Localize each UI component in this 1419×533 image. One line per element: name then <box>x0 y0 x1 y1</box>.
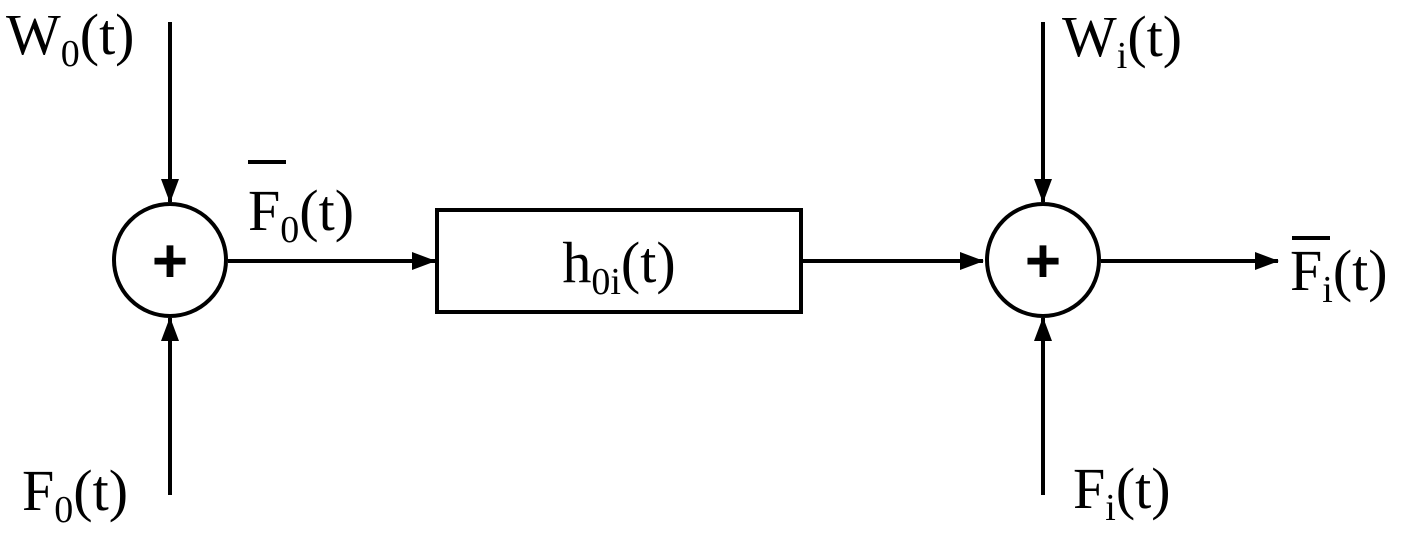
plus-symbol-left: + <box>152 227 188 296</box>
signal-fi-bar-label: Fi(t) <box>1290 236 1388 311</box>
summing-junction-right: + <box>985 202 1101 318</box>
signal-f0-bar-label: F0(t) <box>248 160 354 251</box>
signal-f0-label: F0(t) <box>22 458 128 531</box>
signal-fi-label: Fi(t) <box>1073 456 1171 529</box>
svg-text:F0(t): F0(t) <box>248 178 354 251</box>
signal-w0-label: W0(t) <box>6 2 135 75</box>
svg-text:Fi(t): Fi(t) <box>1290 238 1388 311</box>
block-label: h0i(t) <box>562 230 675 303</box>
summing-junction-left: + <box>112 202 228 318</box>
transfer-function-block: h0i(t) <box>435 208 803 314</box>
plus-symbol-right: + <box>1025 227 1061 296</box>
signal-wi-label: Wi(t) <box>1062 4 1182 77</box>
